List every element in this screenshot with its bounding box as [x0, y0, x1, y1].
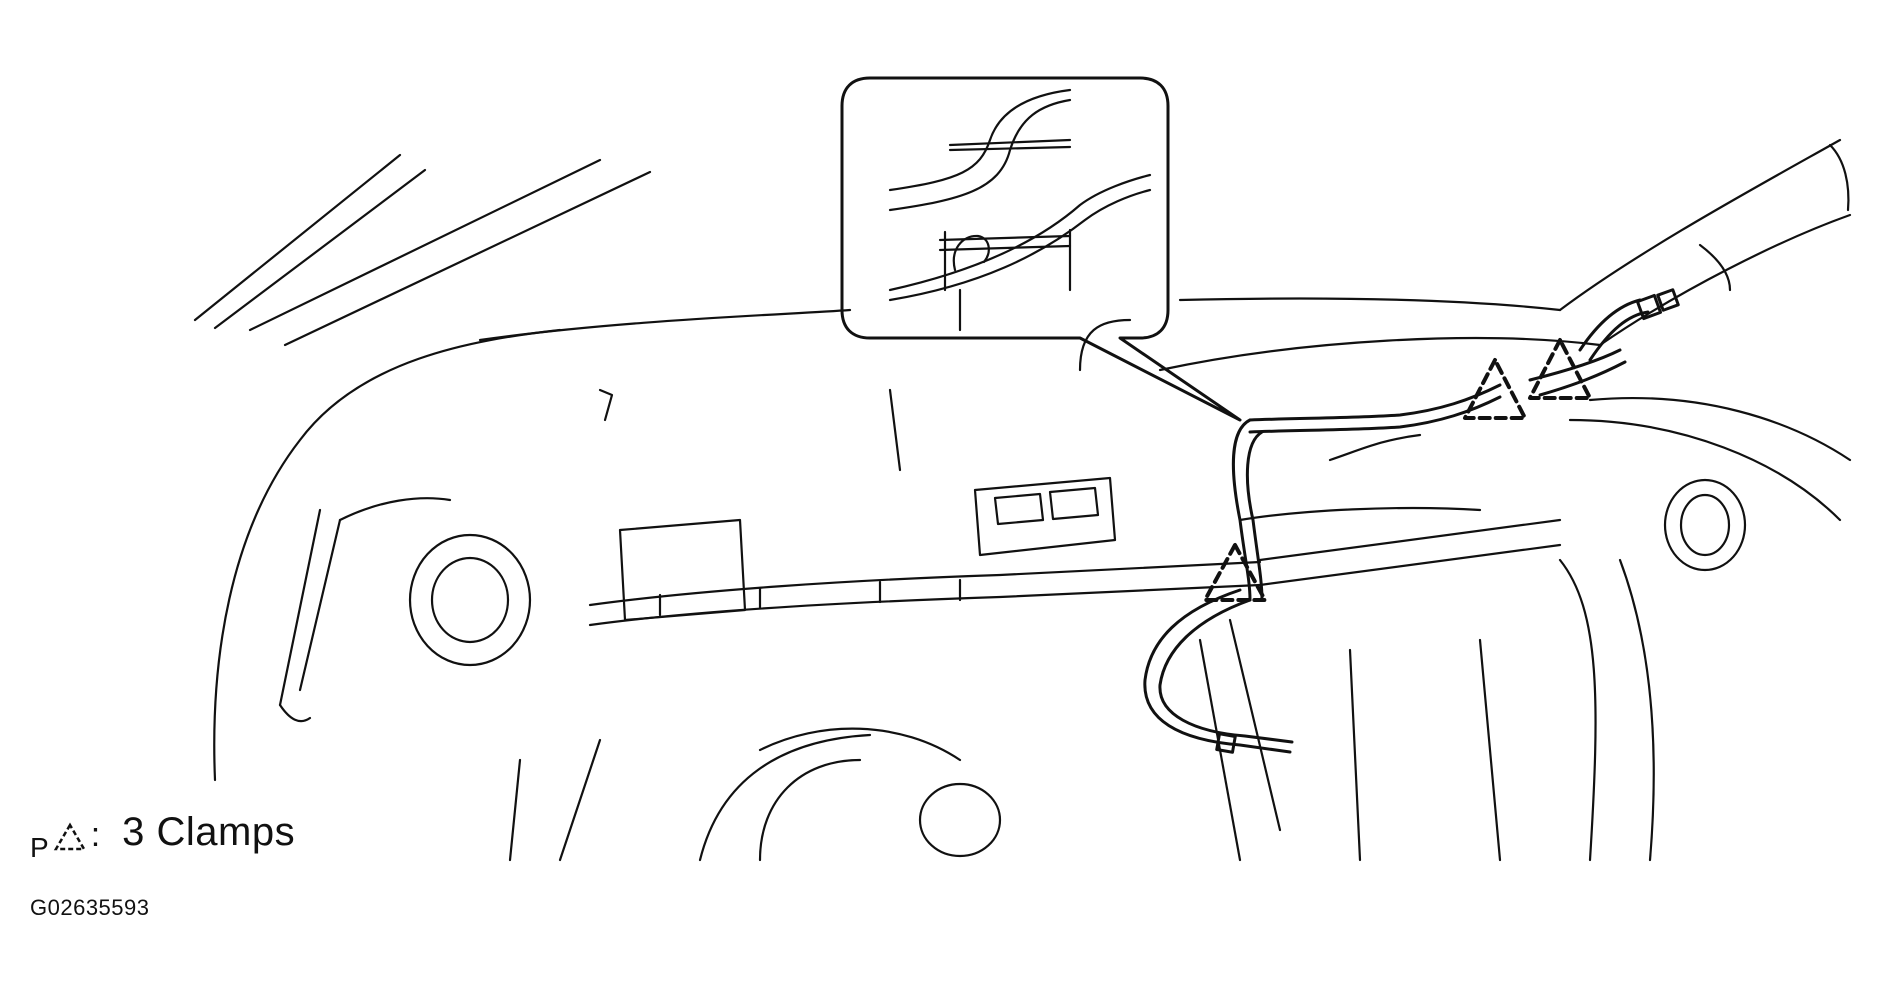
dashboard-outline: [478, 138, 1852, 522]
main-harness-tube: [588, 518, 1562, 627]
legend-text: 3 Clamps: [122, 810, 296, 854]
legend: P : 3 Clamps: [30, 810, 296, 862]
left-round-vent: [278, 497, 532, 723]
clamp-marker-1: [1203, 543, 1267, 602]
clamp-marker-2: [1463, 358, 1527, 420]
detail-callout-bubble: [840, 76, 1242, 422]
instrument-panel-structure: [508, 243, 1732, 862]
center-vent-box: [973, 476, 1117, 557]
right-round-vent: [1663, 478, 1747, 572]
legend-separator: :: [90, 816, 101, 854]
figure-code: G02635593: [30, 895, 150, 920]
windshield-lines: [193, 153, 652, 782]
dashed-triangle-clamp-icon: [53, 822, 86, 851]
clamp-marker-3: [1528, 338, 1592, 400]
legend-prefix: P: [30, 832, 49, 863]
routed-wire-harness: [1143, 288, 1680, 754]
